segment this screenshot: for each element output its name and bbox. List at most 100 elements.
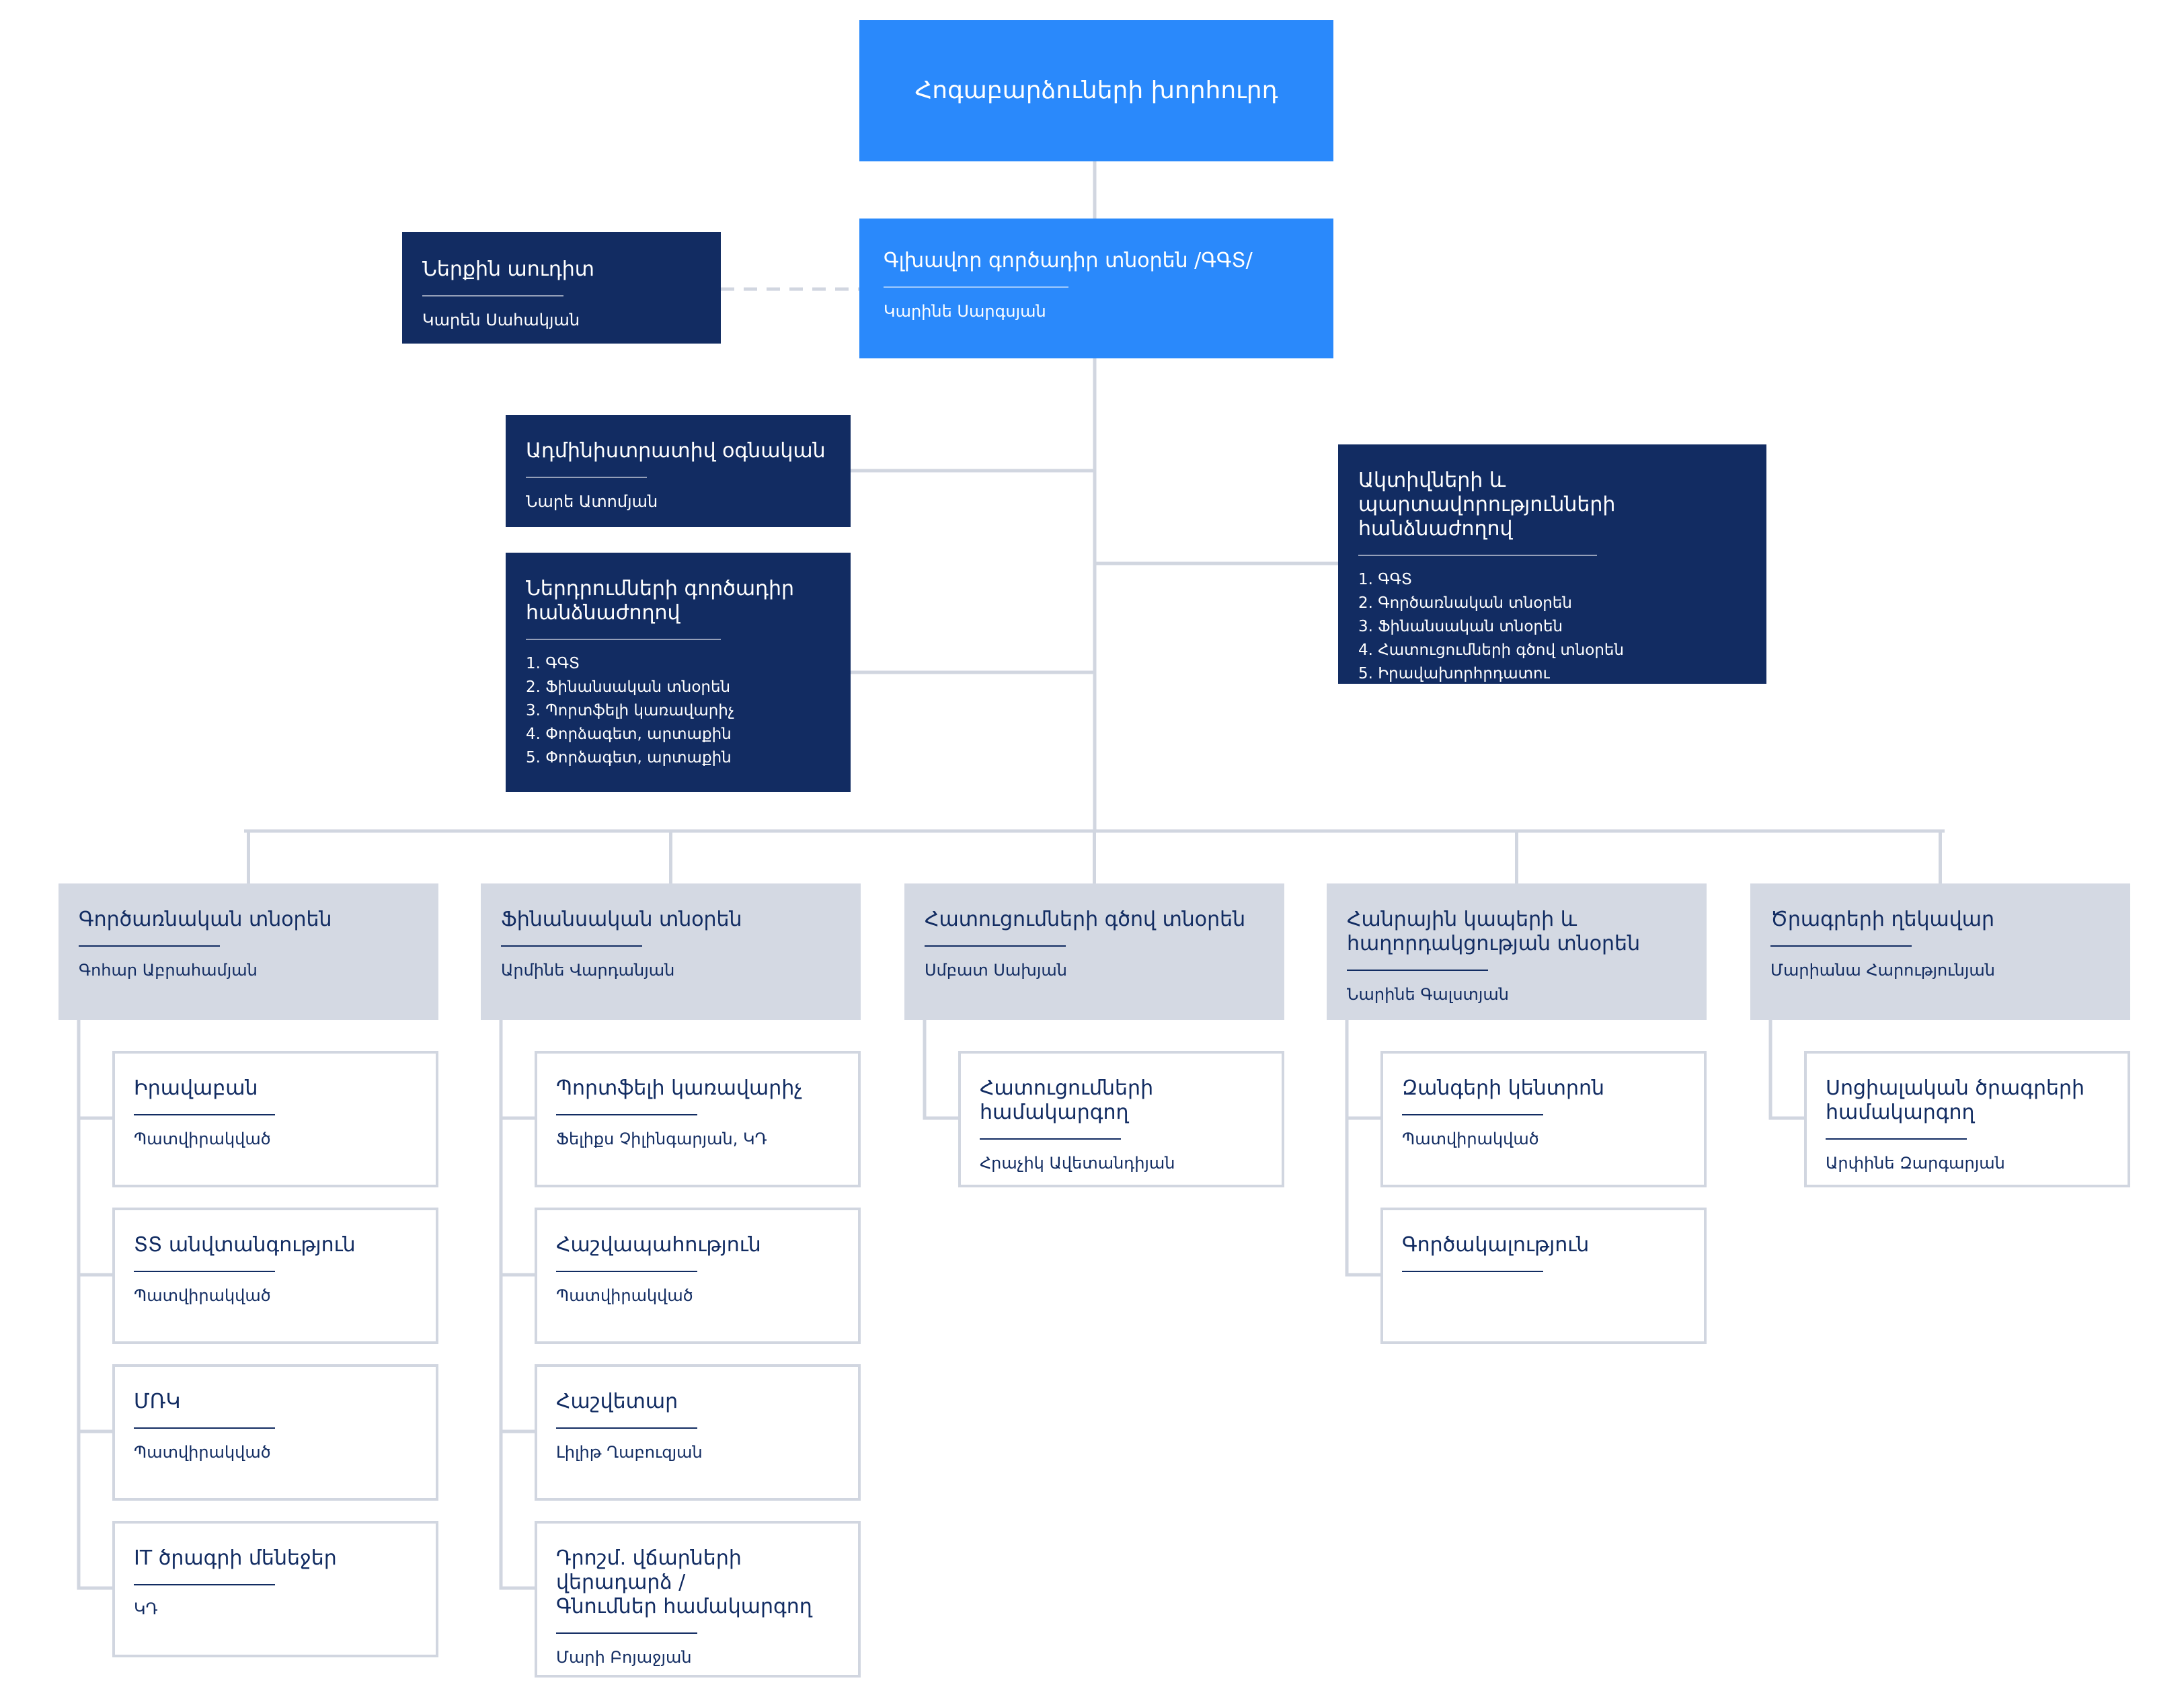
department-box-1-divider: [501, 945, 642, 947]
department-box-2-person: Սմբատ Սախյան: [925, 961, 1067, 980]
member-item: 4. Հատուցումների գծով տնօրեն: [1358, 641, 1625, 659]
member-item: 5. Փորձագետ, արտաքին: [526, 749, 732, 766]
role-box-0-1-title: ՏՏ անվտանգություն: [134, 1233, 356, 1257]
member-item: 2. Ֆինանսական տնօրեն: [526, 678, 731, 696]
role-box-0-0-person: Պատվիրակված: [134, 1130, 271, 1148]
role-box-0-3-title: IT ծրագրի մենեջեր: [134, 1546, 337, 1570]
member-item: 1. ԳԳՏ: [1358, 571, 1413, 588]
role-box-0-2-person: Պատվիրակված: [134, 1443, 271, 1462]
role-box-1-1-person: Պատվիրակված: [556, 1286, 693, 1305]
role-box-4-0-divider: [1826, 1138, 1967, 1140]
ceo-box: Գլխավոր գործադիր տնօրեն /ԳԳՏ/Կարինե Սարգ…: [859, 219, 1333, 358]
alm-committee-box: Ակտիվների և պարտավորությունների հանձնաժո…: [1338, 444, 1766, 684]
department-box-3: Հանրային կապերի և հաղորդակցության տնօրեն…: [1327, 883, 1707, 1020]
internal-audit-box-title: Ներքին աուդիտ: [422, 258, 594, 281]
role-box-1-3-person: Մարի Բոյաջյան: [556, 1648, 692, 1667]
role-box-1-0-divider: [556, 1114, 697, 1115]
role-box-4-0-person: Արփինե Զարգարյան: [1826, 1154, 2005, 1173]
department-box-4-person: Մարիանա Հարությունյան: [1770, 961, 1995, 980]
department-box-0-divider: [79, 945, 220, 947]
department-box-3-divider: [1347, 970, 1488, 971]
department-box-2-divider: [925, 945, 1066, 947]
role-box-1-0-person: Ֆելիքս Չիլինգարյան, ԿԴ: [556, 1130, 767, 1148]
investment-committee-box-title: Ներդրումների գործադիր հանձնաժողով: [526, 577, 795, 625]
ceo-box-person: Կարինե Սարգսյան: [884, 302, 1046, 321]
investment-committee-box-members: 1. ԳԳՏ 2. Ֆինանսական տնօրեն 3. Պորտֆելի կա…: [526, 652, 830, 770]
role-box-0-1-person: Պատվիրակված: [134, 1286, 271, 1305]
role-box-3-1-divider: [1402, 1271, 1543, 1272]
department-box-0-person: Գոհար Աբրահամյան: [79, 961, 258, 980]
role-box-0-0-divider: [134, 1114, 275, 1115]
role-box-1-2-person: Լիլիթ Ղաբուզյան: [556, 1443, 703, 1462]
role-box-0-1-divider: [134, 1271, 275, 1272]
internal-audit-box-person: Կարեն Սահակյան: [422, 311, 580, 329]
member-item: 2. Գործառնական տնօրեն: [1358, 594, 1572, 612]
role-box-3-1-title: Գործակալություն: [1402, 1233, 1590, 1257]
alm-committee-box-title: Ակտիվների և պարտավորությունների հանձնաժո…: [1358, 469, 1616, 541]
investment-committee-box-divider: [526, 639, 721, 640]
admin-assistant-box-divider: [526, 477, 647, 478]
role-box-0-0-title: Իրավաբան: [134, 1076, 258, 1100]
ceo-box-title: Գլխավոր գործադիր տնօրեն /ԳԳՏ/: [884, 249, 1253, 272]
member-item: 5. Իրավախորհրդատու: [1358, 665, 1550, 682]
department-box-0-title: Գործառնական տնօրեն: [79, 908, 332, 931]
role-box-1-3-divider: [556, 1632, 697, 1634]
admin-assistant-box-title: Ադմինիստրատիվ օգնական: [526, 439, 826, 463]
role-box-3-0-divider: [1402, 1114, 1543, 1115]
role-box-1-3-title: Դրոշմ. վճարների վերադարձ / Գնումներ համա…: [556, 1546, 812, 1618]
role-box-0-2-divider: [134, 1427, 275, 1429]
role-box-0-2: ՄՌԿ Պատվիրակված: [112, 1364, 438, 1501]
department-box-1-title: Ֆինանսական տնօրեն: [501, 908, 742, 931]
role-box-2-0-person: Հրաչիկ Ավետանդիյան: [980, 1154, 1175, 1173]
role-box-2-0-divider: [980, 1138, 1121, 1140]
role-box-1-3: Դրոշմ. վճարների վերադարձ / Գնումներ համա…: [535, 1521, 861, 1678]
role-box-3-1: Գործակալություն: [1380, 1208, 1707, 1344]
board-box-title: Հոգաբարձուների խորհուրդ: [914, 77, 1278, 104]
role-box-3-0-title: Զանգերի կենտրոն: [1402, 1076, 1604, 1100]
investment-committee-box: Ներդրումների գործադիր հանձնաժողով 1. ԳԳՏ 2…: [506, 553, 851, 792]
role-box-1-2-title: Հաշվետար: [556, 1390, 678, 1413]
member-item: 3. Ֆինանսական տնօրեն: [1358, 618, 1563, 635]
ceo-box-divider: [884, 286, 1068, 288]
role-box-1-1-title: Հաշվապահություն: [556, 1233, 761, 1257]
admin-assistant-box-person: Նարե Ատոմյան: [526, 492, 658, 511]
member-item: 1. ԳԳՏ: [526, 655, 580, 672]
member-item: 3. Պորտֆելի կառավարիչ: [526, 702, 735, 719]
role-box-4-0-title: Սոցիալական ծրագրերի համակարգող: [1826, 1076, 2085, 1124]
internal-audit-box-divider: [422, 295, 563, 297]
role-box-0-2-title: ՄՌԿ: [134, 1390, 181, 1413]
role-box-0-3-person: ԿԴ: [134, 1600, 158, 1618]
board-box: Հոգաբարձուների խորհուրդ: [859, 20, 1333, 161]
member-item: 4. Փորձագետ, արտաքին: [526, 725, 732, 743]
department-box-4-title: Ծրագրերի ղեկավար: [1770, 908, 1994, 931]
department-box-4-divider: [1770, 945, 1912, 947]
alm-committee-box-members: 1. ԳԳՏ 2. Գործառնական տնօրեն 3. Ֆինանսական…: [1358, 568, 1746, 686]
role-box-2-0-title: Հատուցումների համակարգող: [980, 1076, 1154, 1124]
department-box-3-person: Նարինե Գալստյան: [1347, 985, 1510, 1004]
role-box-0-3-divider: [134, 1584, 275, 1585]
role-box-1-0-title: Պորտֆելի կառավարիչ: [556, 1076, 803, 1100]
department-box-2-title: Հատուցումների գծով տնօրեն: [925, 908, 1246, 931]
alm-committee-box-divider: [1358, 555, 1597, 556]
role-box-1-1-divider: [556, 1271, 697, 1272]
role-box-1-2-divider: [556, 1427, 697, 1429]
department-box-3-title: Հանրային կապերի և հաղորդակցության տնօրեն: [1347, 908, 1641, 955]
department-box-1-person: Արմինե Վարդանյան: [501, 961, 675, 980]
